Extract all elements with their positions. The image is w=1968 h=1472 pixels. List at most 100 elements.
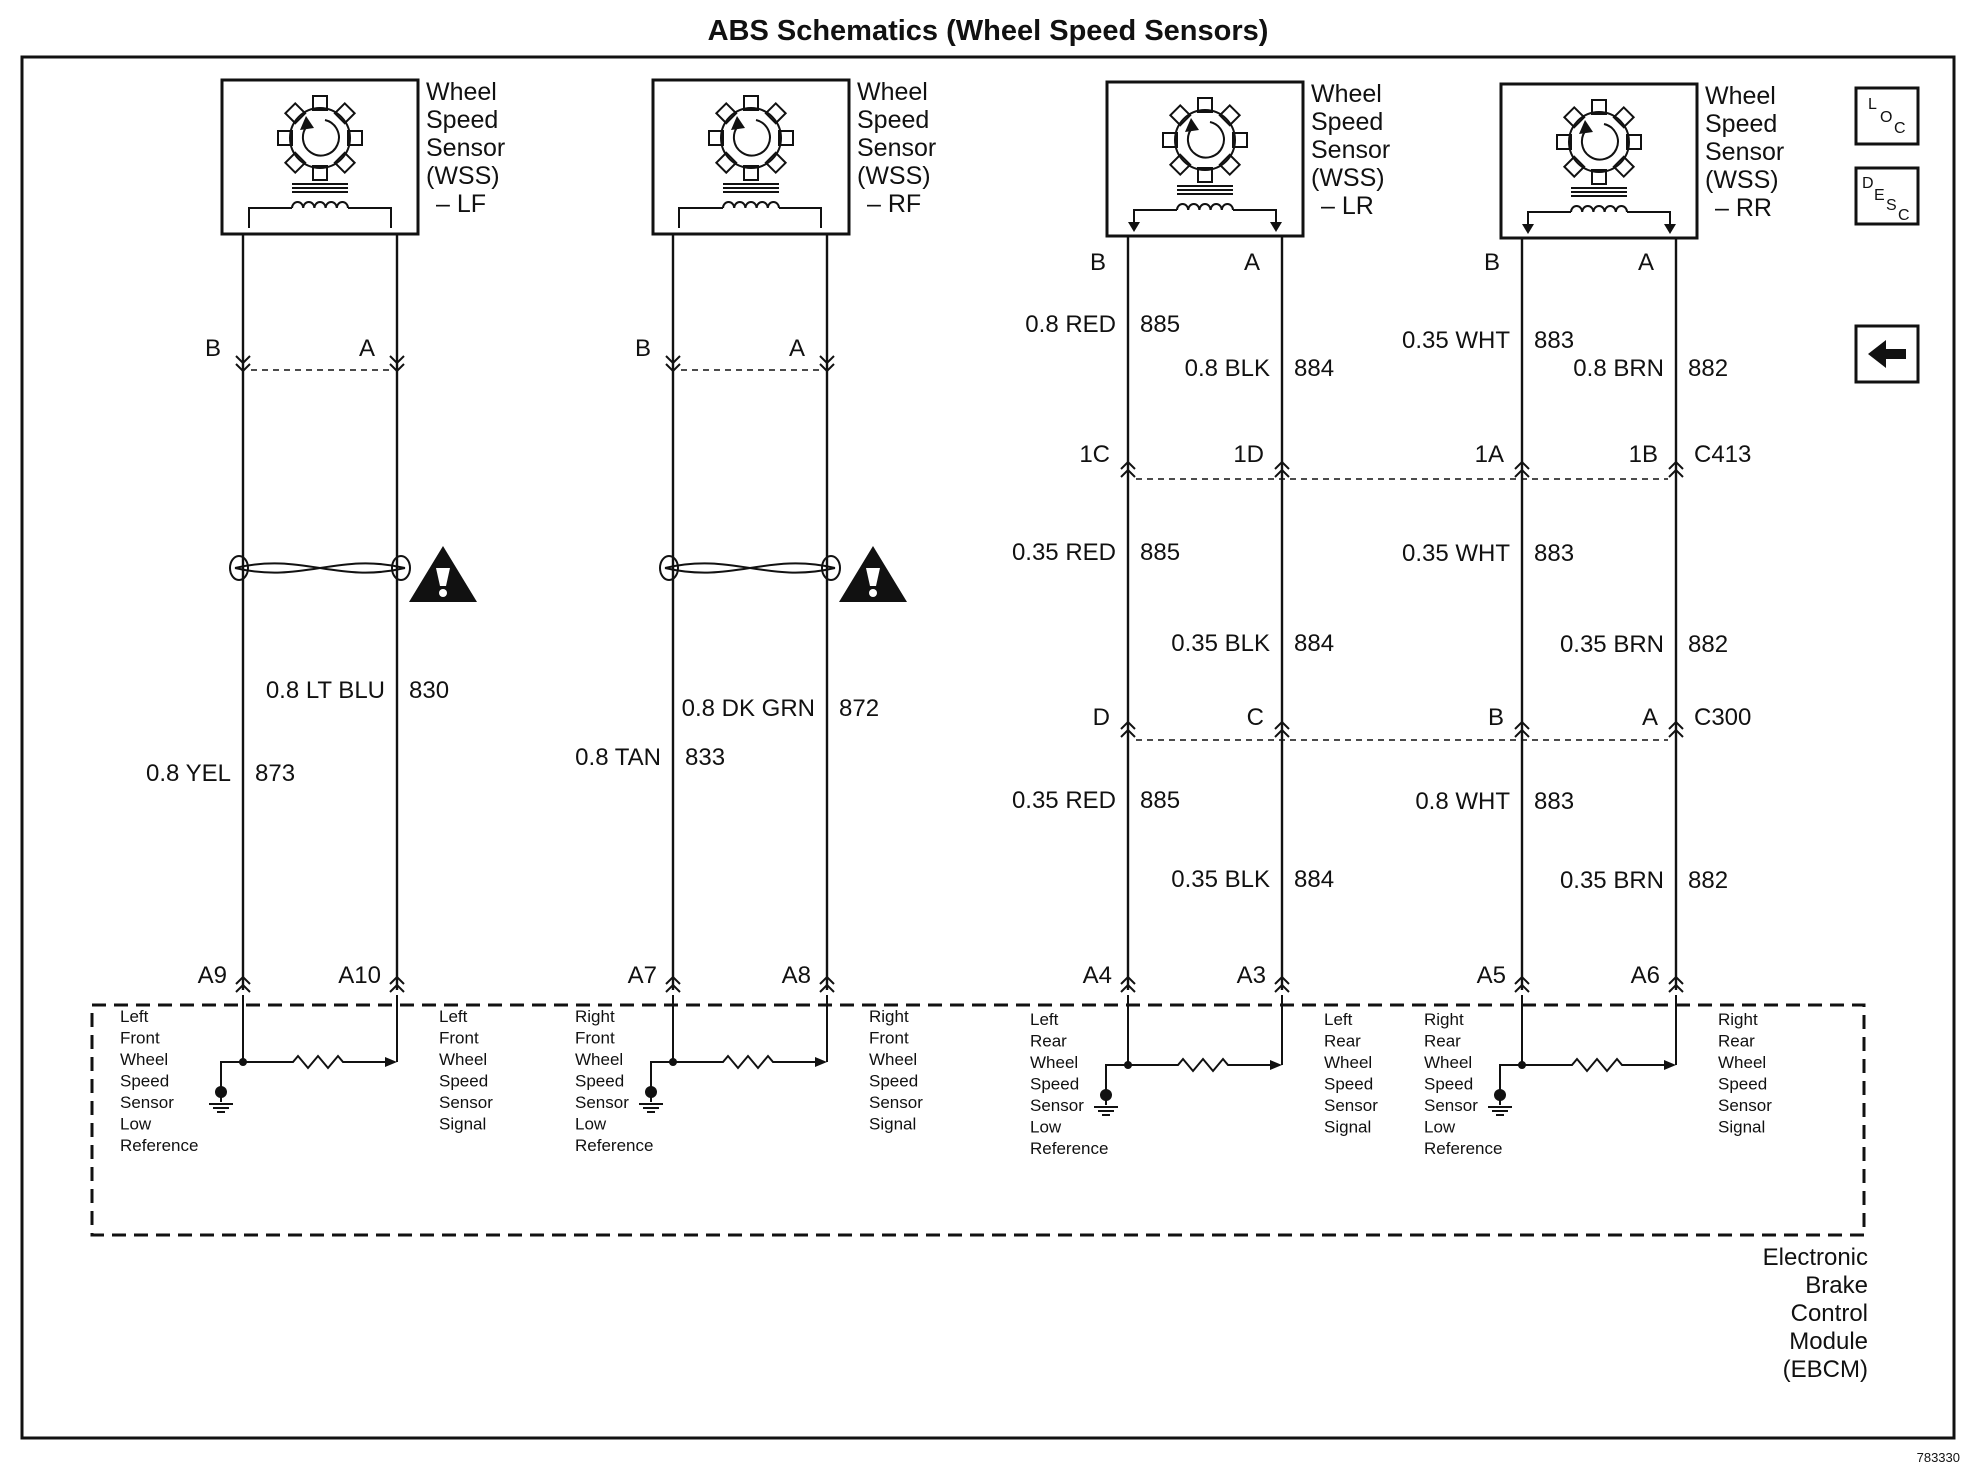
wire-lower-circuit: 882	[1688, 867, 1728, 894]
wire-mid-gauge-color: 0.35 BRN	[1560, 631, 1664, 658]
sensor-label: Speed	[1705, 110, 1777, 138]
coil-lead	[1233, 209, 1277, 230]
gear-tooth	[347, 130, 363, 146]
sensor-box	[1499, 82, 1699, 240]
resistor-icon	[1522, 1057, 1666, 1073]
signal-label: Signal	[1324, 1118, 1371, 1137]
gear-tooth	[743, 95, 759, 111]
gear-body	[1174, 109, 1236, 171]
ground-icon	[209, 1103, 233, 1113]
gear-tooth	[764, 151, 788, 175]
low-reference-label: Left	[120, 1007, 149, 1026]
c300-pin: A	[1642, 704, 1658, 731]
signal-label: Wheel	[869, 1050, 917, 1069]
connector-chevron	[1514, 468, 1530, 478]
low-reference-label: Reference	[575, 1136, 653, 1155]
sensor-coil-icon	[248, 183, 392, 228]
low-reference-label: Speed	[120, 1072, 169, 1091]
gear-body	[289, 107, 351, 169]
low-reference-label: Sensor	[1030, 1096, 1084, 1115]
signal-label: Right	[869, 1007, 909, 1026]
sensor-gear-icon	[277, 95, 363, 181]
connector-chevron	[1120, 468, 1136, 478]
ebcm-pin-chevron	[1514, 975, 1530, 985]
c413-pin: 1C	[1079, 441, 1110, 468]
gear-tooth	[714, 151, 738, 175]
wire-mid-circuit: 885	[1140, 539, 1180, 566]
sensor-label: Wheel	[1311, 80, 1382, 108]
rotation-arrowhead	[1579, 120, 1593, 134]
ground-node	[1100, 1089, 1112, 1101]
signal-label: Front	[869, 1029, 909, 1048]
warning-mark	[436, 568, 450, 586]
sensor-label: (WSS)	[1705, 166, 1779, 194]
sensor-label: (WSS)	[1311, 164, 1385, 192]
ground-node	[1494, 1089, 1506, 1101]
sensor-label: Wheel	[1705, 82, 1776, 110]
wire-830-circuit: 830	[409, 677, 449, 704]
gear-tooth	[312, 165, 328, 181]
sensor-position: – RR	[1715, 194, 1772, 222]
gear-tooth	[1556, 134, 1572, 150]
wire-lower-gauge-color: 0.8 WHT	[1415, 788, 1510, 815]
resistor-icon	[243, 1054, 387, 1070]
wire-lower-gauge-color: 0.35 BRN	[1560, 867, 1664, 894]
signal-label: Rear	[1718, 1032, 1755, 1051]
connector-chevron	[1120, 460, 1136, 470]
rotation-arrow	[732, 119, 771, 157]
low-reference-label: Right	[575, 1007, 615, 1026]
ebcm-pin-chevron	[235, 975, 251, 985]
signal-label: Front	[439, 1029, 479, 1048]
ebcm-pin-chevron	[389, 983, 405, 993]
sensor-label: Sensor	[1705, 138, 1784, 166]
document-number: 783330	[1917, 1450, 1960, 1465]
connector-chevron	[1668, 468, 1684, 478]
sensor-gear-icon	[1162, 97, 1248, 183]
twisted-pair-strand	[664, 562, 836, 574]
gear-body	[720, 107, 782, 169]
wire-lower-gauge-color: 0.35 BLK	[1171, 866, 1270, 893]
gear-tooth	[1168, 153, 1192, 177]
wire-mid-gauge-color: 0.35 RED	[1012, 539, 1116, 566]
resistor-icon	[673, 1054, 817, 1070]
connector-chevron	[665, 363, 681, 373]
low-reference-label: Sensor	[1424, 1096, 1478, 1115]
description-view-icon[interactable]: D E S C	[1854, 166, 1920, 226]
sensor-pin: B	[1090, 249, 1106, 276]
low-reference-label: Sensor	[120, 1093, 174, 1112]
back-arrow-icon[interactable]	[1854, 324, 1920, 384]
ebcm-pin: A5	[1477, 962, 1506, 989]
signal-label: Right	[1718, 1010, 1758, 1029]
twisted-pair-end	[659, 555, 679, 581]
signal-label: Signal	[1718, 1118, 1765, 1137]
coil-winding	[291, 201, 349, 209]
gear-tooth	[1197, 97, 1213, 113]
location-view-icon[interactable]: L O C	[1854, 86, 1920, 146]
wire-upper-gauge-color: 0.8 BRN	[1573, 355, 1664, 382]
low-reference-label: Reference	[1030, 1139, 1108, 1158]
wire-873-circuit: 873	[255, 760, 295, 787]
sensor-label: Sensor	[1311, 136, 1390, 164]
low-reference-label: Reference	[120, 1136, 198, 1155]
warning-dot	[869, 589, 877, 597]
wire-833-gauge-color: 0.8 TAN	[575, 744, 661, 771]
module-internals: LeftFrontWheelSpeedSensorLowReferenceLef…	[120, 995, 1772, 1158]
lead-arrowhead	[1664, 224, 1676, 234]
connector-chevron	[235, 363, 251, 373]
wire-mid-gauge-color: 0.35 WHT	[1402, 540, 1510, 567]
ebcm-pin-chevron	[665, 975, 681, 985]
gear-tooth	[277, 130, 293, 146]
low-reference-label: Wheel	[1424, 1053, 1472, 1072]
gear-tooth	[764, 101, 788, 125]
connector-chevron	[1668, 460, 1684, 470]
connector-chevron	[665, 355, 681, 365]
sensor-box	[1105, 80, 1305, 238]
signal-label: Signal	[439, 1115, 486, 1134]
low-reference-label: Rear	[1030, 1032, 1067, 1051]
c300-pin: C	[1247, 704, 1264, 731]
gear-tooth	[714, 101, 738, 125]
svg-text:O: O	[1880, 109, 1892, 126]
page-title: ABS Schematics (Wheel Speed Sensors)	[708, 15, 1269, 47]
